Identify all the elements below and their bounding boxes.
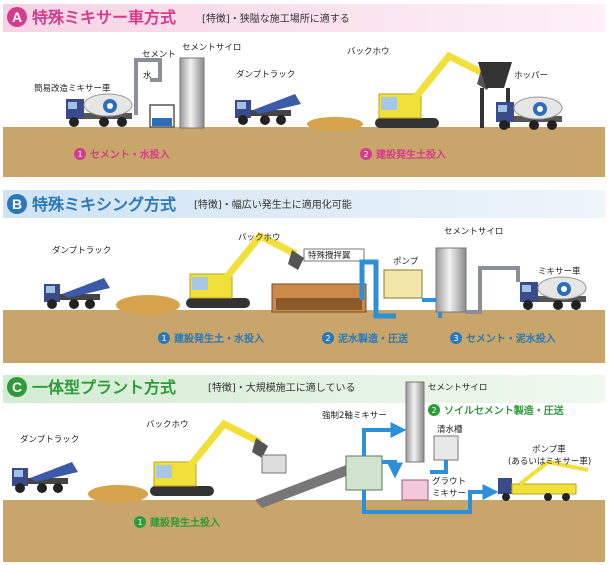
pump-icon (383, 269, 423, 299)
label-c-water-tank: 清水槽 (437, 424, 463, 435)
conveyor-icon (255, 462, 362, 508)
svg-text:2: 2 (363, 150, 368, 159)
section-b-note: [特徴]・幅広い発生土に適用化可能 (194, 198, 352, 211)
label-c-pump-truck-1: ポンプ車 (532, 444, 566, 455)
label-a-water: 水 (143, 70, 152, 81)
section-c-title: 一体型プラント方式 (32, 378, 176, 397)
label-c-backhoe: バックホウ (146, 420, 189, 430)
svg-text:セメント・水投入: セメント・水投入 (90, 148, 170, 161)
step-b-3: 3 セメント・泥水投入 (450, 332, 556, 345)
slurry-pipe (359, 259, 396, 319)
section-c-badge: C (7, 377, 27, 397)
hopper-icon (478, 62, 512, 88)
section-a-header (3, 4, 605, 32)
grout-mixer-icon (401, 479, 429, 501)
section-c-header (3, 375, 605, 403)
section-b-letter: B (12, 196, 22, 212)
svg-text:2: 2 (325, 334, 330, 343)
svg-text:3: 3 (453, 334, 458, 343)
pump-truck-icon (498, 459, 589, 501)
label-a-hopper: ホッパー (514, 71, 548, 81)
mixer-truck-icon (495, 96, 563, 131)
label-b-cement-silo: セメントサイロ (444, 227, 503, 237)
svg-text:1: 1 (137, 518, 142, 527)
dump-truck-icon (12, 462, 78, 493)
svg-text:1: 1 (161, 334, 166, 343)
label-b-backhoe: バックホウ (238, 233, 281, 243)
section-b-header (3, 190, 605, 218)
mixing-tank-icon (345, 455, 383, 491)
label-b-mixer-truck: ミキサー車 (538, 266, 581, 277)
step-b-1: 1 建設発生土・水投入 (158, 332, 264, 345)
svg-text:建設発生土・水投入: 建設発生土・水投入 (173, 332, 264, 345)
label-b-special-mixer: 特殊攪拌翼 (308, 250, 351, 261)
cement-silo-icon (179, 57, 205, 129)
section-a-letter: A (12, 9, 22, 25)
label-c-dump-truck: ダンプトラック (20, 434, 79, 445)
section-a-badge: A (7, 7, 27, 27)
section-b-ground (3, 310, 605, 363)
svg-text:建設発生土投入: 建設発生土投入 (375, 148, 446, 161)
mixer-truck-icon (519, 276, 587, 311)
label-c-grout-mixer-2: ミキサー (432, 489, 466, 499)
cement-silo-icon (435, 247, 467, 313)
cement-silo-icon (405, 381, 425, 463)
label-c-cement-silo: セメントサイロ (428, 383, 487, 393)
label-a-backhoe: バックホウ (347, 47, 390, 57)
mixing-tank-icon (149, 104, 175, 128)
svg-text:ソイルセメント製造・圧送: ソイルセメント製造・圧送 (444, 404, 565, 417)
section-c-ground (3, 500, 605, 562)
water-tank-icon (433, 435, 459, 461)
step-c-1: 1 建設発生土投入 (134, 516, 220, 529)
label-a-cement: セメント (142, 50, 176, 60)
step-b-2: 2 泥水製造・圧送 (322, 332, 409, 345)
step-c-2: 2 ソイルセメント製造・圧送 (428, 404, 565, 417)
label-c-grout-mixer-1: グラウト (432, 476, 466, 487)
label-c-twin-mixer: 強制2軸ミキサー (322, 410, 387, 421)
backhoe-icon (375, 56, 493, 128)
dump-truck-icon (235, 94, 301, 125)
section-b-title: 特殊ミキシング方式 (32, 195, 176, 214)
backhoe-icon (150, 424, 268, 496)
step-a-2: 2 建設発生土投入 (360, 148, 446, 161)
svg-text:1: 1 (77, 150, 82, 159)
label-a-mixer-truck: 簡易改造ミキサー車 (34, 83, 111, 94)
label-a-dump-truck: ダンプトラック (236, 69, 295, 80)
svg-text:建設発生土投入: 建設発生土投入 (149, 516, 220, 529)
flow-pipes (362, 422, 499, 514)
label-b-dump-truck: ダンプトラック (52, 245, 111, 256)
label-a-cement-silo: セメントサイロ (182, 43, 241, 53)
mixer-truck-icon (65, 93, 133, 128)
svg-text:セメント・泥水投入: セメント・泥水投入 (466, 332, 556, 345)
water-pipe (134, 58, 162, 115)
svg-text:2: 2 (431, 406, 436, 415)
section-b-badge: B (7, 194, 27, 214)
label-c-pump-truck-2: (あるいはミキサー車) (508, 456, 591, 467)
section-c-note: [特徴]・大規模施工に適している (208, 381, 356, 394)
section-a-title: 特殊ミキサー車方式 (32, 8, 176, 27)
section-a-note: [特徴]・狭隘な施工場所に適する (202, 12, 350, 25)
section-c-letter: C (12, 379, 22, 395)
section-a-ground (3, 127, 605, 177)
svg-text:泥水製造・圧送: 泥水製造・圧送 (338, 332, 409, 345)
label-b-pump: ポンプ (393, 257, 419, 267)
step-a-1: 1 セメント・水投入 (74, 148, 170, 161)
dump-truck-icon (44, 278, 110, 309)
